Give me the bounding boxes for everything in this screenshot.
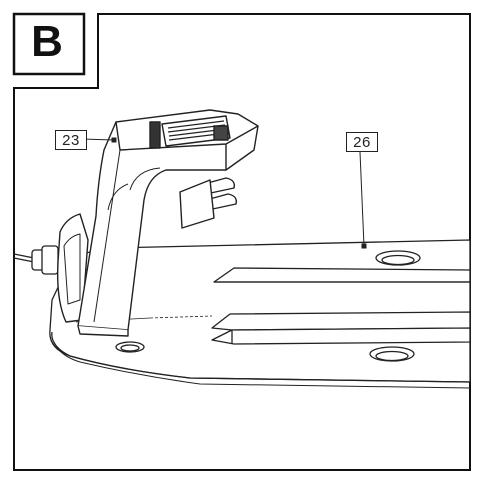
label-notch-line [14,14,99,89]
label-box-border [12,12,86,76]
base-plate [49,239,471,389]
cable [13,245,59,275]
section-letter: B [31,17,63,66]
leader-lines [81,137,367,249]
callout-label-charging-station: 23 [55,130,87,150]
charging-station [56,109,259,337]
callout-label-base-plate: 26 [346,132,378,152]
